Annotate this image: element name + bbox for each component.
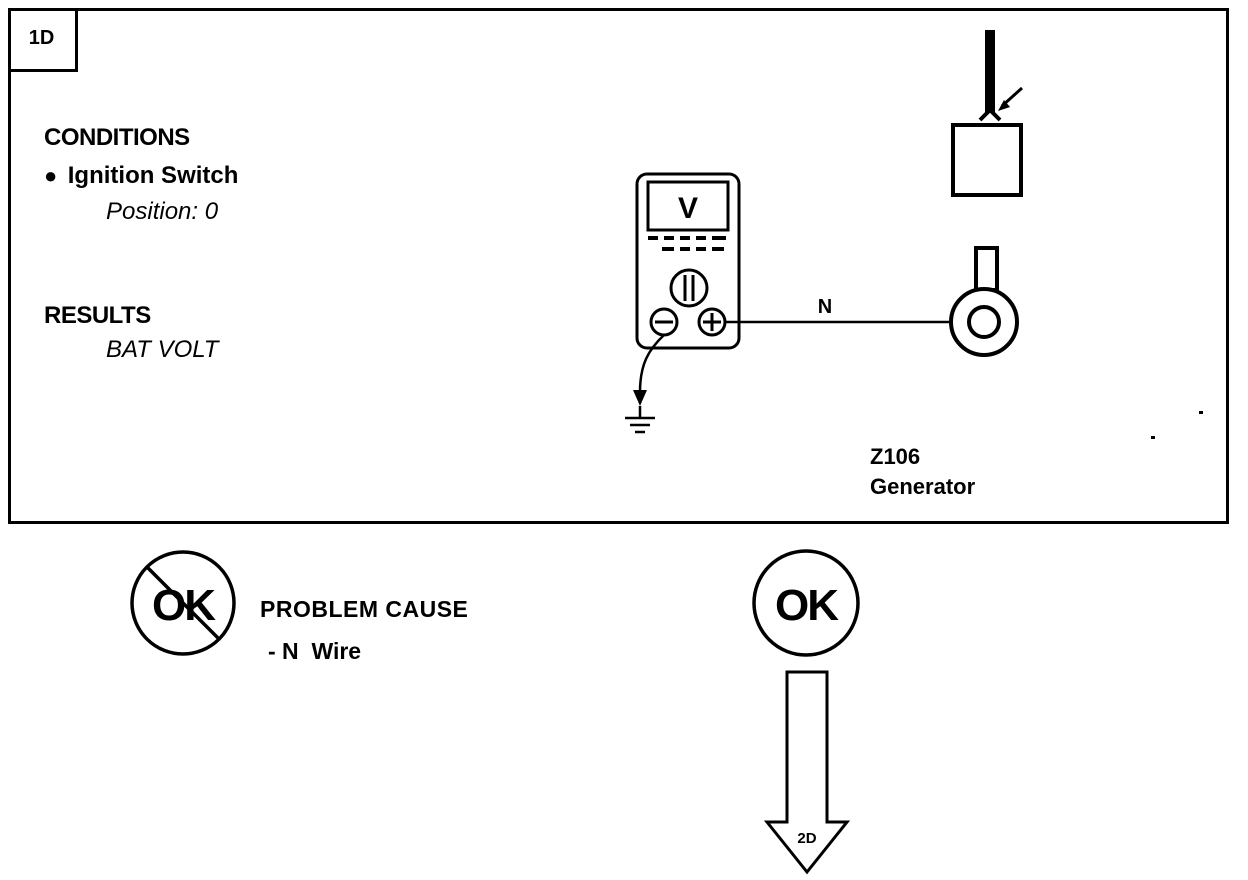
component-name: Generator [870, 474, 976, 499]
bullet-icon: ● [44, 163, 58, 188]
connector-icon [951, 30, 1024, 197]
results-value: BAT VOLT [106, 336, 219, 363]
component-code: Z106 [870, 444, 921, 469]
problem-cause-item: - N Wire [268, 638, 362, 664]
ground-lead-arrow-icon [633, 390, 647, 406]
selector-dial-icon [669, 268, 709, 308]
conditions-item-label: Ignition Switch [67, 162, 239, 189]
conditions-heading: CONDITIONS [44, 124, 190, 151]
stray-mark [1199, 411, 1203, 414]
next-step-arrow-icon [763, 670, 851, 875]
component-label: Z106 Generator [870, 442, 975, 502]
meter-range-marks [648, 236, 726, 251]
step-label: 1D [8, 8, 78, 72]
ok-badge-text: OK [775, 581, 839, 630]
problem-cause-heading: PROBLEM CAUSE [260, 596, 469, 622]
conditions-detail: Position: 0 [106, 198, 219, 225]
ok-circle-icon [752, 549, 860, 657]
results-heading: RESULTS [44, 302, 151, 329]
conditions-item: ● Ignition Switch [44, 162, 238, 190]
ground-symbol-icon [625, 406, 655, 434]
not-ok-slash-icon [146, 566, 222, 642]
ground-lead [638, 334, 665, 393]
meter-mode-label: V [678, 192, 698, 225]
stray-mark [1151, 436, 1155, 439]
wire-label: N [818, 296, 832, 318]
next-step-label: 2D [797, 830, 816, 847]
multimeter: V [635, 172, 741, 350]
test-panel [8, 8, 1229, 524]
generator-icon [949, 246, 1019, 357]
